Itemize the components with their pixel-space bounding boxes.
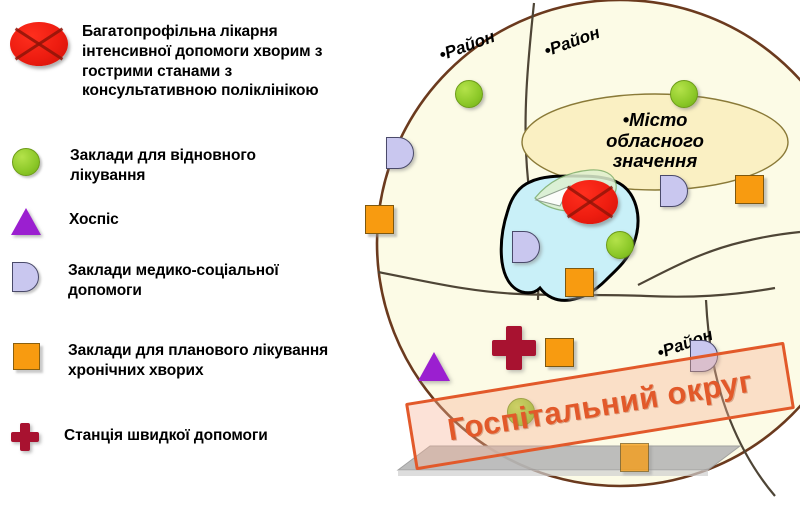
legend-text-line: інтенсивної допомоги хворим з <box>82 42 323 60</box>
district-boundary-line-4 <box>704 299 776 497</box>
oblast-city-label: •Місто обласного значення <box>570 109 740 172</box>
legend-text-line: гострими станами з <box>82 62 233 80</box>
platform-shadow <box>398 470 708 476</box>
legend-item-rehab-facility: Заклади для відновного лікування <box>10 146 390 186</box>
oblast-city-ellipse <box>521 93 789 191</box>
legend-text-line: Багатопрофільна лікарня <box>82 23 278 40</box>
legend-item-hospice: Хоспіс <box>10 208 390 235</box>
map-marker-rehab-facility <box>670 80 698 108</box>
legend-text-line: Заклади медико-соціальної <box>68 262 279 279</box>
legend-label-hospice: Хоспіс <box>69 210 119 230</box>
map-marker-chronic-care-facility <box>565 268 594 297</box>
dark-red-cross-icon <box>11 423 39 451</box>
legend-text-line: Заклади для планового лікування <box>68 342 329 359</box>
map-legend: Багатопрофільна лікарня інтенсивної допо… <box>0 0 400 510</box>
map-marker-rehab-facility <box>507 398 535 426</box>
map-marker-rehab-facility <box>606 231 634 259</box>
legend-text-line: Хоспіс <box>69 211 119 228</box>
lavender-dshape-icon <box>12 262 39 292</box>
map-marker-chronic-care-facility <box>545 338 574 367</box>
legend-label-intensive-hospital: Багатопрофільна лікарня інтенсивної допо… <box>82 22 322 101</box>
map-marker-rehab-facility <box>455 80 483 108</box>
map-marker-intensive-care-hospital <box>562 180 618 224</box>
map-marker-social-care-facility <box>660 175 688 207</box>
legend-label-ambulance-station: Станція швидкої допомоги <box>64 426 268 446</box>
district-boundary-line-3 <box>637 230 800 286</box>
map-marker-hospice <box>418 352 450 381</box>
green-circle-icon <box>12 148 40 176</box>
legend-label-chronic-care: Заклади для планового лікування хронічни… <box>68 341 328 381</box>
map-marker-ambulance-station <box>492 326 536 370</box>
legend-text-line: лікування <box>70 166 146 184</box>
purple-triangle-icon <box>11 208 41 235</box>
legend-item-chronic-care: Заклади для планового лікування хронічни… <box>10 341 400 381</box>
legend-text-line: Станція швидкої допомоги <box>64 427 268 444</box>
map-marker-social-care-facility <box>690 340 718 372</box>
map-marker-chronic-care-facility <box>735 175 764 204</box>
map-marker-chronic-care-facility <box>365 205 394 234</box>
map-marker-social-care-facility <box>386 137 414 169</box>
legend-item-intensive-hospital: Багатопрофільна лікарня інтенсивної допо… <box>10 22 390 101</box>
oblast-city-line-3: значення <box>612 150 698 172</box>
oblast-city-line-2: обласного <box>606 129 704 151</box>
map-marker-chronic-care-facility <box>620 443 649 472</box>
legend-item-ambulance-station: Станція швидкої допомоги <box>10 423 390 451</box>
legend-text-line: консультативною поліклінікою <box>82 82 319 100</box>
legend-text-line: Заклади для відновного <box>70 147 256 164</box>
red-ellipse-cross-icon <box>10 22 68 66</box>
oblast-city-line-1: •Місто <box>622 109 688 130</box>
legend-text-line: хронічних хворих <box>68 361 204 379</box>
legend-label-rehab-facility: Заклади для відновного лікування <box>70 146 256 186</box>
legend-label-social-care: Заклади медико-соціальної допомоги <box>68 261 279 301</box>
legend-item-social-care: Заклади медико-соціальної допомоги <box>10 262 390 301</box>
orange-square-icon <box>13 343 40 370</box>
map-marker-social-care-facility <box>512 231 540 263</box>
legend-text-line: допомоги <box>68 281 142 299</box>
